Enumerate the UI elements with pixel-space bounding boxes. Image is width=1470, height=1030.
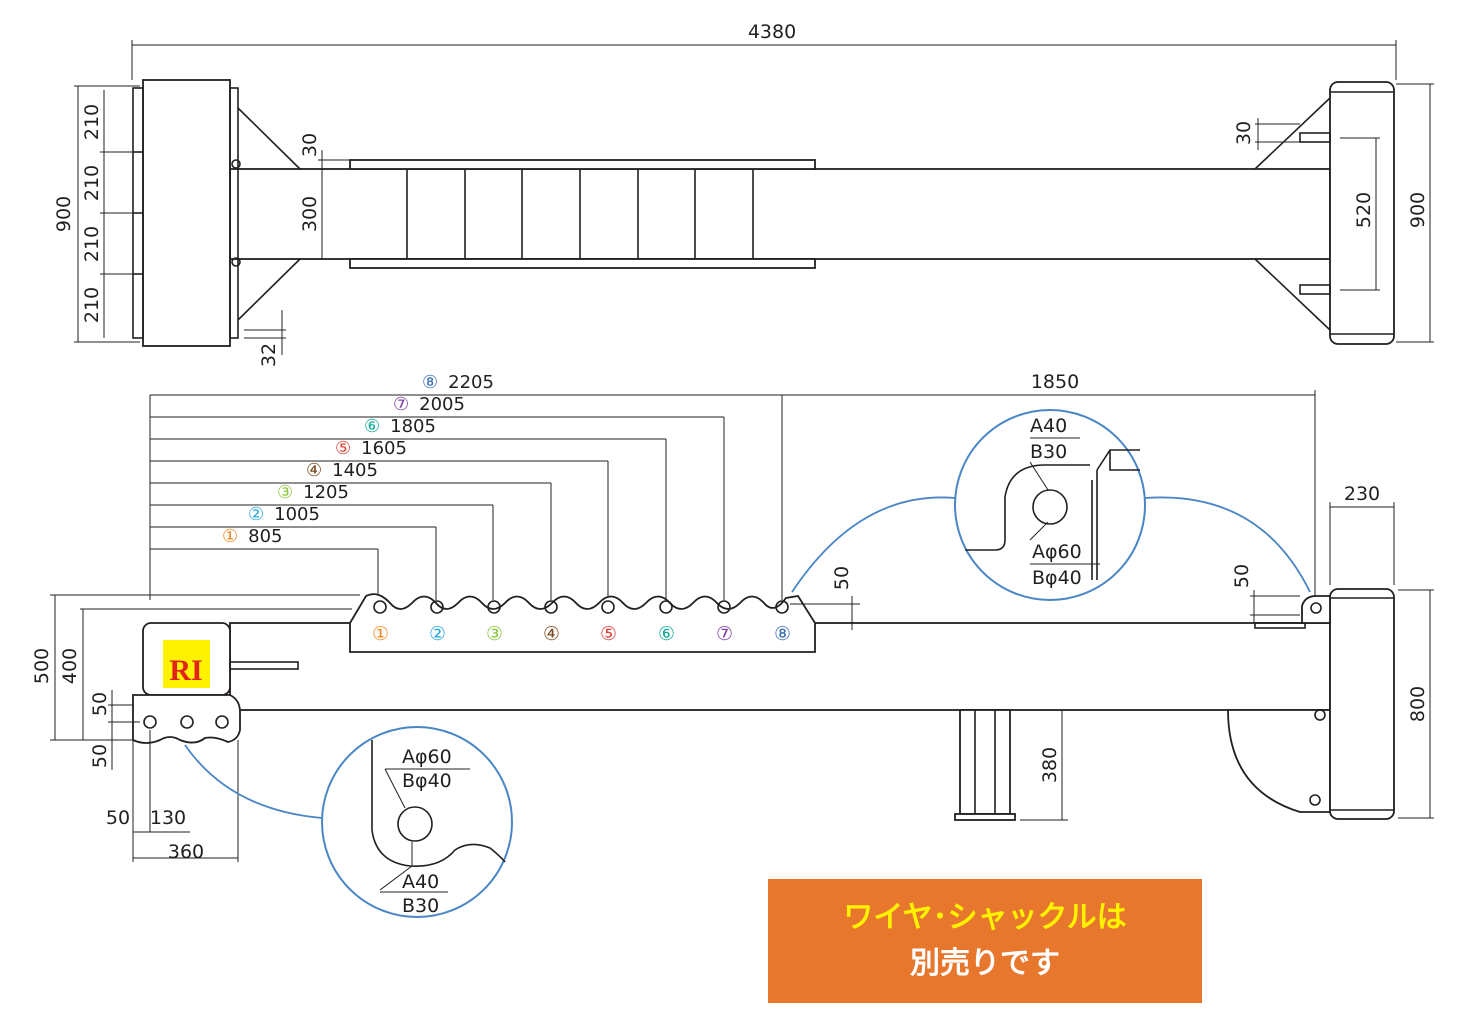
- pos-6-mark: ⑥: [364, 416, 380, 437]
- dim-left-seg-4: 210: [81, 287, 103, 323]
- dim-right-inner: 520: [1353, 192, 1375, 228]
- pos-3-value: 1205: [303, 482, 349, 503]
- pos-1-value: 805: [248, 526, 282, 547]
- logo-ri: RI: [169, 654, 202, 687]
- detail-top-b-dia: Bφ40: [1032, 567, 1082, 589]
- dim-bottom-130: 130: [150, 807, 186, 829]
- detail-bottom-b-dia: Bφ40: [402, 770, 452, 792]
- detail-top-a-dia: Aφ60: [1032, 541, 1082, 563]
- notice-line-2: 別売りです: [910, 946, 1060, 981]
- dim-lug-offset-mid: 50: [831, 566, 853, 590]
- dim-leg-height: 380: [1039, 747, 1061, 783]
- pos-8-value: 2205: [448, 372, 494, 393]
- lug-mark-7: ⑦: [716, 623, 733, 645]
- dim-left-height: 900: [53, 196, 75, 232]
- lug-mark-8: ⑧: [774, 623, 791, 645]
- detail-bottom: Aφ60 Bφ40 A40 B30: [184, 726, 513, 918]
- lug-mark-6: ⑥: [658, 623, 675, 645]
- pos-3-mark: ③: [277, 482, 293, 503]
- pos-7-mark: ⑦: [393, 394, 409, 415]
- lug-mark-1: ①: [372, 623, 389, 645]
- pos-6-value: 1805: [390, 416, 436, 437]
- dim-left-50a: 50: [89, 692, 111, 716]
- dim-right-height: 900: [1407, 192, 1429, 228]
- dim-beam-height: 300: [299, 196, 321, 232]
- detail-top-b-thick: B30: [1030, 441, 1067, 463]
- notice-banner: ワイヤ･シャックルは 別売りです: [768, 879, 1202, 1003]
- dim-lug-offset-right: 50: [1231, 564, 1253, 588]
- detail-top: A40 B30 Aφ60 Bφ40: [791, 409, 1311, 601]
- pos-2-mark: ②: [248, 504, 264, 525]
- dim-left-h500: 500: [31, 648, 53, 684]
- lug-mark-2: ②: [429, 623, 446, 645]
- dim-overall-length: 4380: [748, 21, 796, 43]
- pos-1-mark: ①: [222, 526, 238, 547]
- dim-left-small: 32: [258, 343, 280, 367]
- dim-left-seg-1: 210: [81, 104, 103, 140]
- pos-5-value: 1605: [361, 438, 407, 459]
- pos-4-value: 1405: [332, 460, 378, 481]
- svg-text:①805: ① 805: [222, 526, 283, 547]
- dim-bottom-360: 360: [168, 841, 204, 863]
- lug-mark-4: ④: [543, 623, 560, 645]
- dim-right-height-side: 800: [1407, 686, 1429, 722]
- detail-top-a-thick: A40: [1030, 415, 1067, 437]
- detail-bottom-a-thick: A40: [402, 871, 439, 893]
- pos-8-mark: ⑧: [422, 372, 438, 393]
- detail-bottom-a-dia: Aφ60: [402, 746, 452, 768]
- dim-left-50b: 50: [89, 744, 111, 768]
- dim-right-width: 230: [1344, 483, 1380, 505]
- detail-bottom-b-thick: B30: [402, 895, 439, 917]
- pos-5-mark: ⑤: [335, 438, 351, 459]
- dim-left-seg-2: 210: [81, 165, 103, 201]
- pos-4-mark: ④: [306, 460, 322, 481]
- dim-ladder-gap: 30: [299, 133, 321, 157]
- pos-7-value: 2005: [419, 394, 465, 415]
- dim-right-gap: 30: [1233, 121, 1255, 145]
- dim-left-h400: 400: [59, 648, 81, 684]
- dim-right-span: 1850: [1031, 371, 1079, 393]
- side-view: ⑧ 2205 ⑦ 2005 ⑥ 1805 ⑤ 1605 ④ 1405 ③ 1205 ② 100…: [31, 371, 1434, 863]
- dim-left-seg-3: 210: [81, 226, 103, 262]
- dim-bottom-50: 50: [106, 807, 130, 829]
- position-dims: [150, 394, 783, 600]
- lug-mark-5: ⑤: [600, 623, 617, 645]
- top-view: 4380 900: [53, 21, 1434, 367]
- lug-mark-3: ③: [486, 623, 503, 645]
- pos-2-value: 1005: [274, 504, 320, 525]
- notice-line-1: ワイヤ･シャックルは: [843, 900, 1127, 935]
